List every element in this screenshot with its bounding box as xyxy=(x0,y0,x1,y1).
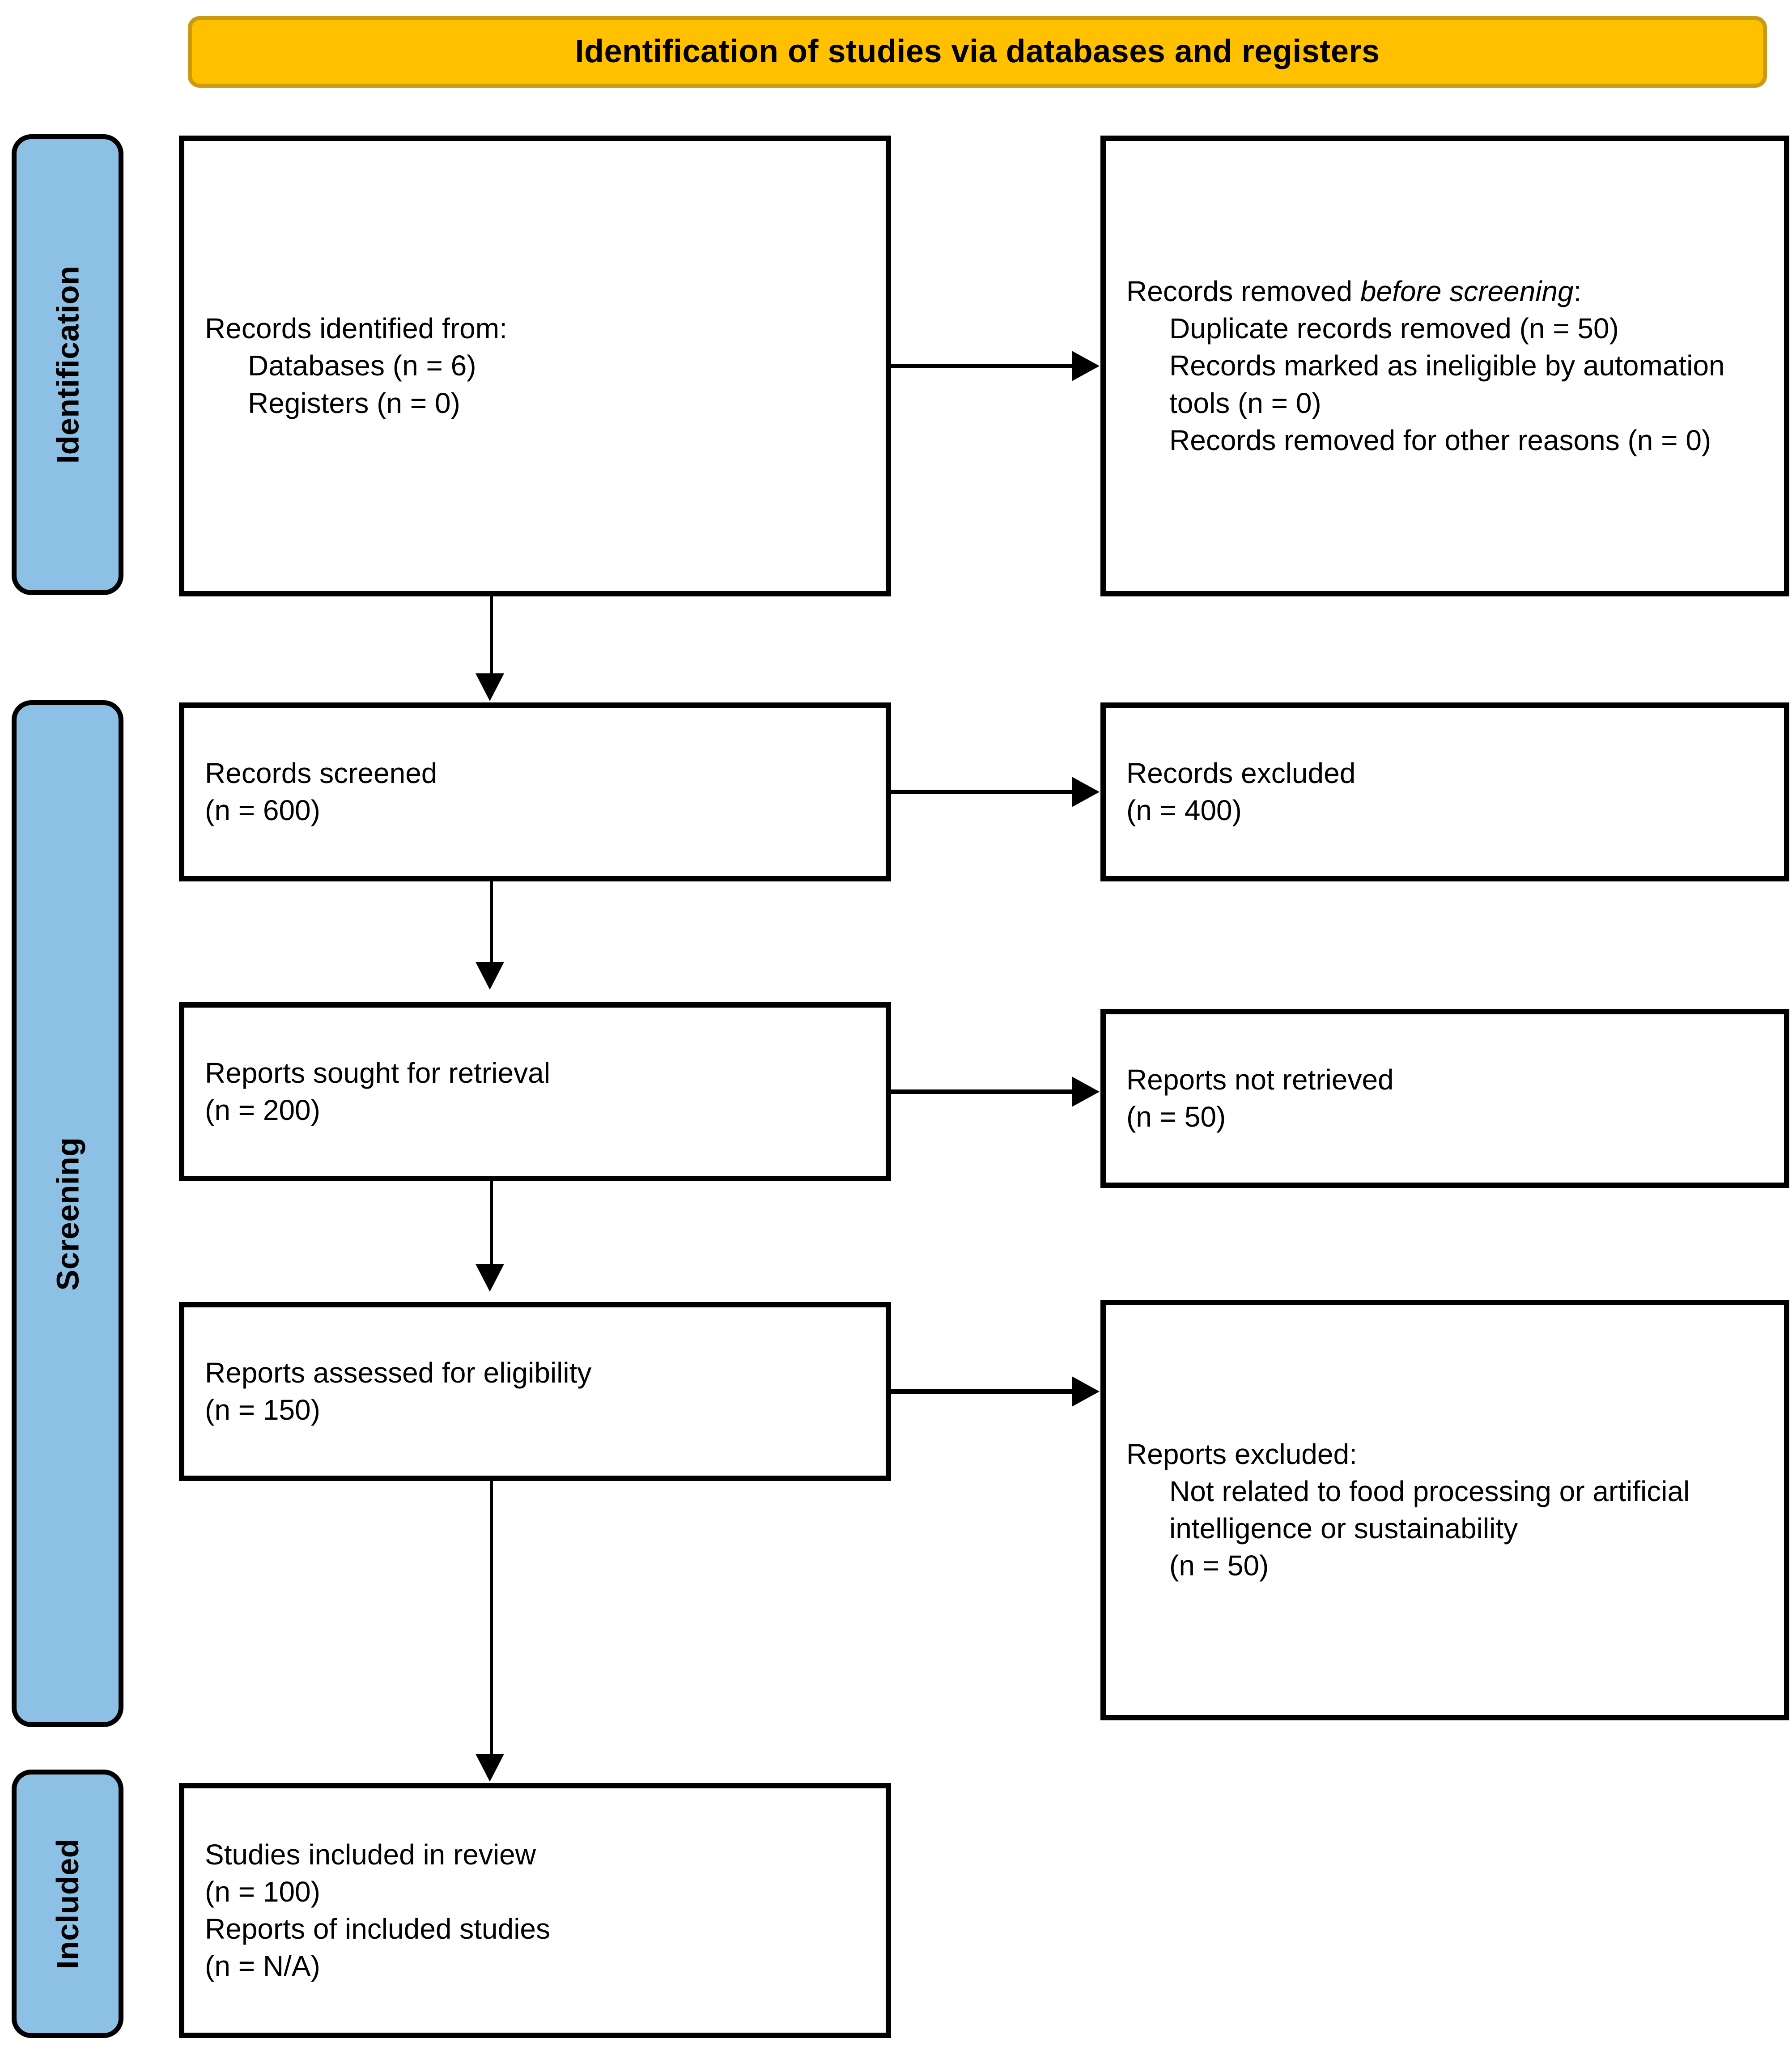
connector-line-assessed-to-included xyxy=(490,1481,493,1756)
records-screened-label: Records screened xyxy=(205,757,437,789)
stage-rail-screening-label: Screening xyxy=(50,1137,85,1290)
reports-not-retrieved-label: Reports not retrieved xyxy=(1126,1063,1394,1096)
arrow-right-icon-to-reports-excluded xyxy=(1072,1376,1100,1407)
box-records-excluded: Records excluded (n = 400) xyxy=(1100,702,1789,881)
records-identified-databases: Databases (n = 6) xyxy=(248,349,476,382)
records-removed-heading-italic: before screening xyxy=(1360,275,1574,308)
reports-of-included-label: Reports of included studies xyxy=(205,1913,550,1945)
reports-excluded-count: (n = 50) xyxy=(1169,1549,1269,1582)
box-records-identified: Records identified from: Databases (n = … xyxy=(179,136,891,596)
arrow-down-icon-to-screened xyxy=(476,673,504,701)
stage-rail-identification: Identification xyxy=(12,134,123,595)
reports-sought-count: (n = 200) xyxy=(205,1094,320,1126)
arrow-down-icon-to-assessed xyxy=(476,1264,504,1292)
reports-not-retrieved-count: (n = 50) xyxy=(1126,1101,1226,1133)
records-removed-duplicates: Duplicate records removed (n = 50) xyxy=(1169,312,1619,345)
arrow-right-icon-to-excluded xyxy=(1072,777,1100,807)
records-removed-automation: Records marked as ineligible by automati… xyxy=(1169,349,1725,419)
box-records-removed-before-screening: Records removed before screening: Duplic… xyxy=(1100,136,1789,596)
box-studies-included: Studies included in review (n = 100) Rep… xyxy=(179,1783,891,2038)
records-excluded-count: (n = 400) xyxy=(1126,794,1242,826)
box-reports-assessed-for-eligibility: Reports assessed for eligibility (n = 15… xyxy=(179,1302,891,1481)
connector-line-sought-to-assessed xyxy=(490,1181,493,1266)
reports-sought-label: Reports sought for retrieval xyxy=(205,1056,550,1089)
box-reports-excluded: Reports excluded: Not related to food pr… xyxy=(1100,1300,1789,1720)
arrow-down-icon-to-included xyxy=(476,1754,504,1782)
connector-line-assessed-to-reports-excluded xyxy=(891,1389,1074,1394)
reports-excluded-heading: Reports excluded: xyxy=(1126,1438,1357,1470)
reports-assessed-count: (n = 150) xyxy=(205,1394,320,1426)
reports-assessed-label: Reports assessed for eligibility xyxy=(205,1356,592,1389)
stage-rail-included: Included xyxy=(12,1770,123,2038)
box-reports-not-retrieved: Reports not retrieved (n = 50) xyxy=(1100,1009,1789,1188)
records-removed-other: Records removed for other reasons (n = 0… xyxy=(1169,424,1711,456)
reports-excluded-reason: Not related to food processing or artifi… xyxy=(1169,1475,1690,1545)
box-reports-sought-for-retrieval: Reports sought for retrieval (n = 200) xyxy=(179,1002,891,1181)
records-identified-heading: Records identified from: xyxy=(205,312,507,345)
connector-line-identified-to-screened xyxy=(490,596,493,675)
stage-rail-identification-label: Identification xyxy=(50,265,85,464)
arrow-right-icon-to-not-retrieved xyxy=(1072,1077,1100,1107)
records-removed-heading: Records removed before screening: xyxy=(1126,273,1763,310)
records-identified-registers: Registers (n = 0) xyxy=(248,387,460,419)
records-removed-heading-plain: Records removed xyxy=(1126,275,1360,308)
connector-line-identified-to-removed xyxy=(891,364,1074,368)
box-records-screened: Records screened (n = 600) xyxy=(179,702,891,881)
records-excluded-label: Records excluded xyxy=(1126,757,1356,789)
arrow-right-icon-to-removed xyxy=(1072,351,1100,381)
diagram-title: Identification of studies via databases … xyxy=(575,34,1380,70)
records-removed-heading-suffix: : xyxy=(1573,275,1582,308)
studies-included-count: (n = 100) xyxy=(205,1875,320,1908)
studies-included-label: Studies included in review xyxy=(205,1838,536,1871)
stage-rail-included-label: Included xyxy=(50,1838,85,1969)
connector-line-sought-to-not-retrieved xyxy=(891,1089,1074,1094)
connector-line-screened-to-sought xyxy=(490,881,493,964)
reports-of-included-count: (n = N/A) xyxy=(205,1950,320,1983)
diagram-header-banner: Identification of studies via databases … xyxy=(188,16,1767,88)
arrow-down-icon-to-sought xyxy=(476,962,504,990)
connector-line-screened-to-excluded xyxy=(891,790,1074,794)
stage-rail-screening: Screening xyxy=(12,700,123,1727)
records-screened-count: (n = 600) xyxy=(205,794,320,826)
